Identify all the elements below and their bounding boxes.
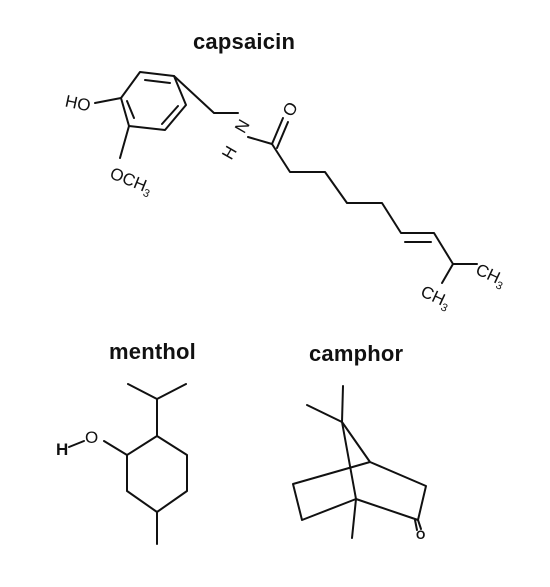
menthol-title: menthol [109, 339, 196, 364]
capsaicin-structure [94, 71, 478, 284]
menthol-hydrogen-label: H [56, 440, 68, 459]
amide-hydrogen-label: H [218, 143, 241, 163]
carbonyl-oxygen-label: O [279, 99, 302, 120]
amide-nitrogen-label: N [231, 116, 254, 136]
hydroxyl-label: HO [63, 92, 92, 116]
camphor-oxygen-label: O [416, 528, 425, 542]
methyl-label-b: CH3 [417, 282, 454, 315]
menthol-structure [103, 383, 188, 545]
menthol-oxygen-label: O [85, 428, 98, 447]
methoxy-label: OCH3 [106, 164, 155, 201]
capsaicin-title: capsaicin [193, 29, 296, 54]
camphor-structure [292, 385, 427, 539]
camphor-title: camphor [309, 341, 404, 366]
